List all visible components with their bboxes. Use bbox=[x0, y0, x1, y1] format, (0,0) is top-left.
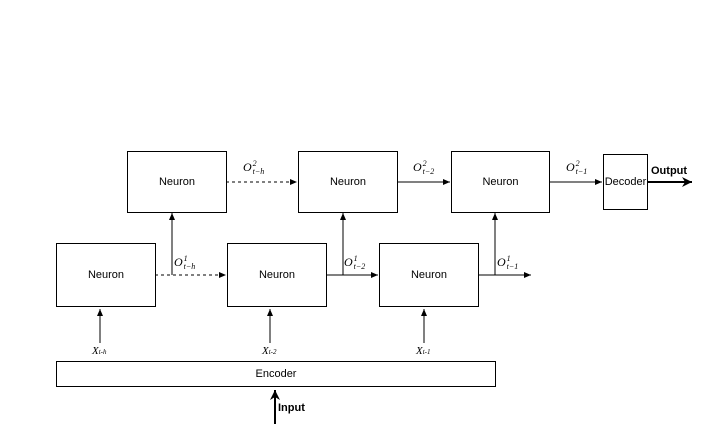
neuron-bottom-1: Neuron bbox=[56, 243, 156, 307]
x-t1-label: Xt-1 bbox=[416, 345, 431, 357]
neuron-label: Neuron bbox=[87, 269, 125, 281]
neuron-bottom-2: Neuron bbox=[227, 243, 327, 307]
x-t2-label: Xt-2 bbox=[262, 345, 277, 357]
encoder-block: Encoder bbox=[56, 361, 496, 387]
neuron-label: Neuron bbox=[329, 176, 367, 188]
neuron-top-2: Neuron bbox=[298, 151, 398, 213]
neuron-top-3: Neuron bbox=[451, 151, 550, 213]
x-th-label: Xt-h bbox=[92, 345, 107, 357]
encoder-label: Encoder bbox=[255, 368, 297, 380]
neuron-label: Neuron bbox=[158, 176, 196, 188]
neuron-label: Neuron bbox=[482, 176, 519, 188]
output-label: Output bbox=[651, 165, 688, 177]
neuron-top-1: Neuron bbox=[127, 151, 227, 213]
neuron-label: Neuron bbox=[410, 269, 448, 281]
neuron-label: Neuron bbox=[258, 269, 296, 281]
decoder-block: Decoder bbox=[603, 154, 648, 210]
decoder-label: Decoder bbox=[604, 176, 647, 188]
neuron-bottom-3: Neuron bbox=[379, 243, 479, 307]
input-label: Input bbox=[278, 402, 305, 414]
